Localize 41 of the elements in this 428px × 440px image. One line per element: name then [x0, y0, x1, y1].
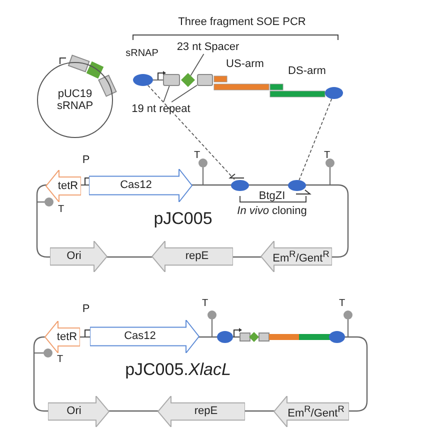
gene-block: tetR — [44, 321, 80, 353]
gene-block: tetR — [45, 170, 81, 202]
part-label: T — [324, 150, 330, 161]
gene-block: Em$^{R}$/Gent$^{R}$ — [260, 241, 332, 272]
gene-block: Em$^{R}$/Gent$^{R}$ — [273, 396, 349, 427]
part-label: T — [338, 298, 346, 309]
annotation-text: In vivo cloning — [237, 205, 307, 218]
part-label: sRNAP — [126, 48, 158, 59]
part-label: P — [82, 303, 90, 316]
leader-line — [171, 84, 198, 102]
homology-end-ellipse — [288, 180, 306, 191]
plasmid-name: pJC005 — [154, 210, 212, 229]
gene-block: Ori — [50, 241, 108, 272]
dashed-connector — [147, 84, 236, 182]
part-label: P — [82, 154, 90, 166]
part-label: T — [202, 298, 208, 309]
homology-end-ellipse — [231, 180, 249, 191]
gene-block: Ori — [48, 396, 110, 427]
homology-end-ellipse — [133, 74, 153, 86]
dashed-connector — [298, 98, 332, 181]
spacer-diamond — [181, 73, 195, 87]
part-label: US-arm — [226, 58, 264, 70]
homology-end-ellipse — [325, 87, 343, 99]
gene-block: Cas12 — [90, 320, 200, 353]
repeat-box — [197, 74, 213, 86]
leader-line — [163, 86, 170, 102]
bracket-title: Three fragment SOE PCR — [178, 16, 306, 28]
annotation-text: 23 nt Spacer — [170, 40, 246, 54]
gene-block: repE — [157, 396, 245, 427]
plasmid-name: pJC005.XlacL — [125, 361, 231, 380]
part-label: T — [58, 204, 64, 215]
annotation-text: 19 nt repeat — [126, 102, 196, 116]
leader-line — [190, 54, 204, 76]
part-label: T — [56, 354, 64, 365]
gene-block: repE — [151, 241, 233, 272]
plasmid-circle: pUC19 sRNAP — [37, 62, 113, 138]
enzyme-site-label: BtgZI — [258, 190, 286, 202]
part-label: DS-arm — [288, 65, 326, 78]
repeat-box — [163, 74, 180, 86]
gene-block: Cas12 — [89, 169, 193, 202]
part-label: T — [194, 150, 200, 161]
